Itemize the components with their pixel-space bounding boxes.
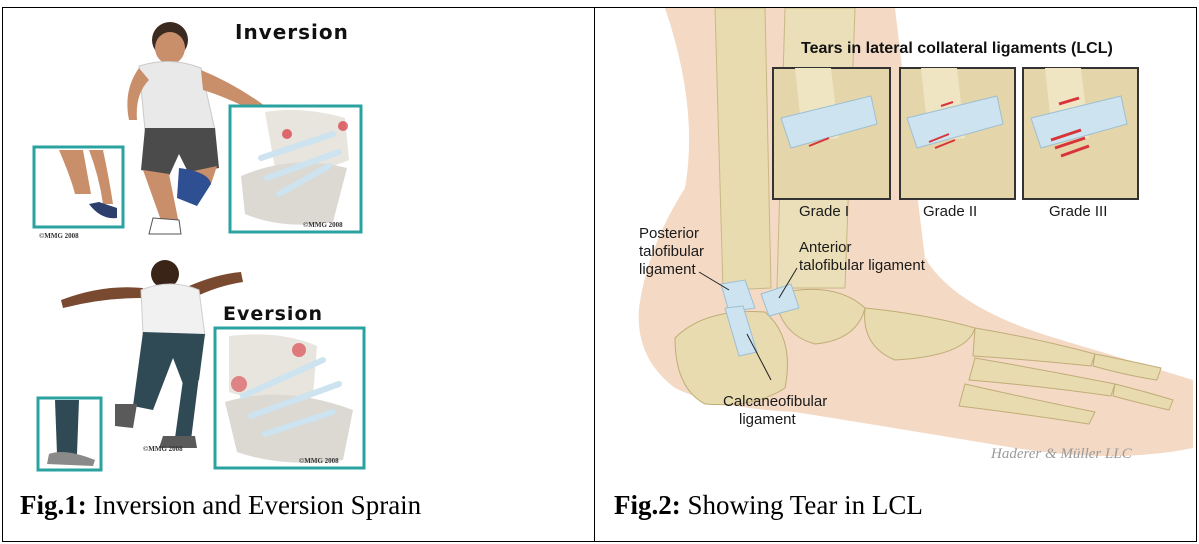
grade-3-inset: [1023, 68, 1138, 199]
figure-2-cell: Tears in lateral collateral ligaments (L…: [595, 8, 1196, 541]
inversion-ankle-inset: ©MMG 2008: [230, 106, 361, 232]
figure-2-caption-text: Showing Tear in LCL: [681, 490, 923, 520]
figure-1-cell: Inversion ©MMG 2008: [3, 8, 594, 541]
copyright-mark: ©MMG 2008: [39, 232, 79, 240]
eversion-heading: Eversion: [223, 303, 323, 325]
figure-2-caption-label: Fig.2:: [614, 490, 681, 520]
grade-2-inset: [900, 68, 1015, 199]
svg-text:talofibular: talofibular: [639, 243, 704, 260]
figure-2-caption: Fig.2: Showing Tear in LCL: [614, 490, 923, 521]
illustration-credit: Haderer & Müller LLC: [990, 446, 1133, 462]
svg-text:ligament: ligament: [639, 261, 697, 278]
figure-1-caption: Fig.1: Inversion and Eversion Sprain: [20, 490, 421, 521]
grade-1-label: Grade I: [799, 203, 849, 220]
grade-1-inset: [773, 68, 890, 199]
grade-3-label: Grade III: [1049, 203, 1107, 220]
figure-1-caption-text: Inversion and Eversion Sprain: [87, 490, 421, 520]
eversion-foot-inset: ©MMG 2008: [38, 398, 183, 470]
copyright-mark: ©MMG 2008: [303, 221, 343, 229]
eversion-ankle-inset: ©MMG 2008: [215, 328, 364, 468]
figure-1-illustration: Inversion ©MMG 2008: [3, 8, 594, 478]
figure-2-title: Tears in lateral collateral ligaments (L…: [801, 40, 1113, 57]
svg-text:Calcaneofibular: Calcaneofibular: [723, 393, 827, 410]
copyright-mark: ©MMG 2008: [143, 445, 183, 453]
svg-text:talofibular ligament: talofibular ligament: [799, 257, 926, 274]
fibula-bone: [715, 8, 771, 290]
svg-text:ligament: ligament: [739, 411, 797, 428]
inversion-foot-inset: ©MMG 2008: [34, 147, 123, 240]
svg-text:Anterior: Anterior: [799, 239, 852, 256]
inversion-heading: Inversion: [235, 20, 349, 44]
grade-2-label: Grade II: [923, 203, 977, 220]
figure-1-caption-label: Fig.1:: [20, 490, 87, 520]
figure-2-illustration: Tears in lateral collateral ligaments (L…: [595, 8, 1196, 478]
copyright-mark: ©MMG 2008: [299, 457, 339, 465]
svg-text:Posterior: Posterior: [639, 225, 699, 242]
